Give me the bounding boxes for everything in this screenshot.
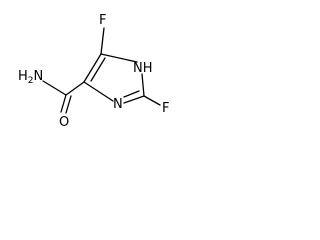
bond-carbonyl-o-inner <box>65 95 72 114</box>
bond-carbonyl-o <box>60 94 67 113</box>
atom-fluorine-right: F <box>162 101 169 116</box>
atom-carbonyl-oxygen: O <box>59 115 69 130</box>
molecule-structure-diagram: H2N O F NH N F <box>18 13 169 130</box>
bond-c5-n1 <box>100 53 138 63</box>
atom-ring-n: N <box>113 97 123 112</box>
bond-n1-c2 <box>141 73 145 97</box>
atom-ring-nh: NH <box>133 61 153 76</box>
bonds <box>42 27 161 114</box>
bond-c4-c5 <box>83 53 102 83</box>
bond-n3-c4 <box>83 81 114 102</box>
bond-carbonyl-n <box>42 80 67 96</box>
atom-labels: H2N O F NH N F <box>18 13 169 130</box>
atom-fluorine-top: F <box>99 13 106 28</box>
bond-c2-n3 <box>123 95 145 104</box>
bond-c2-n3-inner <box>123 90 140 98</box>
bond-c4-carbonyl <box>65 81 85 96</box>
atom-amide-nitrogen: H2N <box>18 69 43 86</box>
bond-c2-f-right <box>143 95 161 106</box>
bond-c5-f-top <box>100 27 105 55</box>
bond-c4-c5-inner <box>90 57 106 82</box>
